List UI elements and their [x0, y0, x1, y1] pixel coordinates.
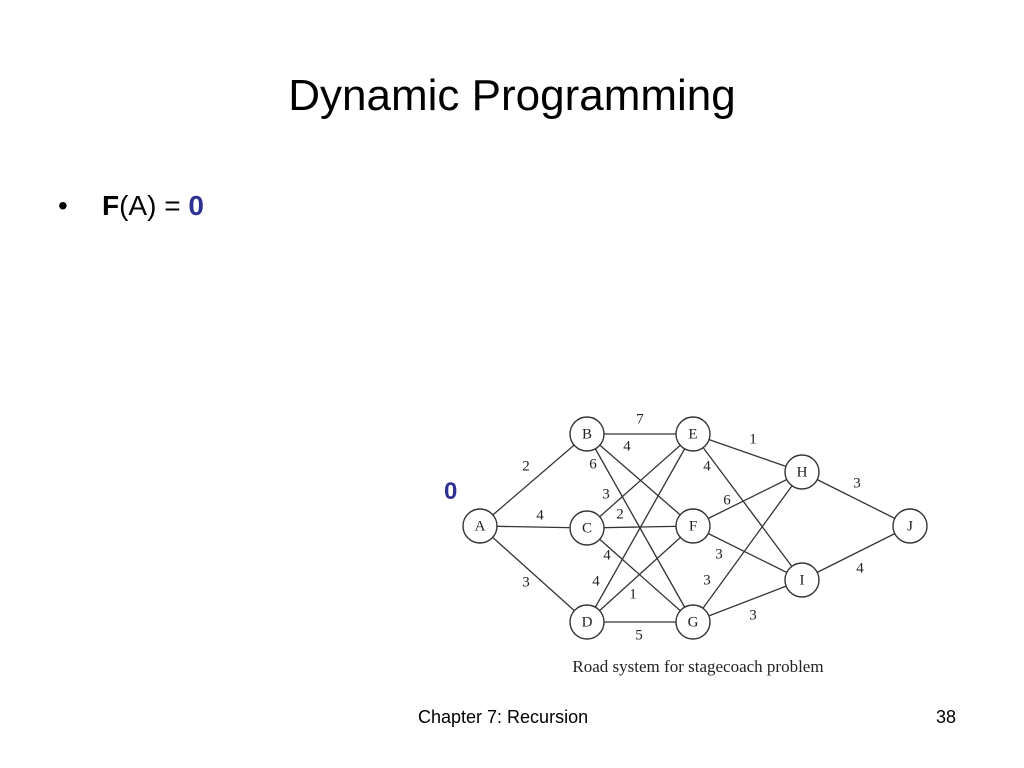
- edge-g-i: [692, 579, 803, 623]
- node-label-e: E: [688, 426, 697, 442]
- edge-cost-g-h: 3: [703, 572, 711, 588]
- footer-chapter: Chapter 7: Recursion: [418, 707, 589, 727]
- node-label-c: C: [582, 520, 592, 536]
- node-label-f: F: [689, 518, 697, 534]
- edge-a-d: [479, 525, 588, 623]
- node-label-j: J: [907, 518, 913, 534]
- edge-e-h: [692, 433, 803, 473]
- function-name: F: [102, 190, 120, 221]
- node-circle-d: [569, 604, 605, 640]
- node-label-b: B: [582, 426, 592, 442]
- edge-a-b: [479, 433, 588, 527]
- node-circle-f: [675, 508, 711, 544]
- node-circle-g: [675, 604, 711, 640]
- edge-cost-f-h: 6: [723, 492, 731, 508]
- edge-cost-e-i: 4: [703, 458, 711, 474]
- edge-cost-c-e: 3: [602, 486, 610, 502]
- edge-d-f: [586, 525, 694, 623]
- edge-cost-c-f: 2: [616, 506, 624, 522]
- edge-d-e: [586, 433, 694, 623]
- footer-page-number: 38: [936, 707, 957, 727]
- edge-cost-i-j: 4: [856, 560, 864, 576]
- node-label-h: H: [797, 464, 808, 480]
- edge-cost-f-i: 3: [715, 546, 723, 562]
- equals-sign: =: [156, 190, 189, 221]
- edge-cost-g-i: 3: [749, 607, 757, 623]
- node-circle-i: [784, 562, 820, 598]
- node-layer: A B C D E F G H I J: [462, 416, 928, 640]
- edge-a-c: [479, 525, 588, 529]
- node-circle-a: [462, 508, 498, 544]
- function-argument: (A): [119, 190, 157, 221]
- edge-cost-d-g: 5: [635, 627, 643, 643]
- node-label-g: G: [688, 614, 699, 630]
- edge-cost-c-g: 4: [603, 547, 611, 563]
- edge-cost-b-f: 4: [623, 438, 631, 454]
- graph-caption: Road system for stagecoach problem: [572, 657, 823, 676]
- slide-title: Dynamic Programming: [288, 71, 736, 120]
- edge-cost-a-b: 2: [522, 458, 530, 474]
- edge-i-j: [801, 525, 911, 581]
- node-e: E: [675, 416, 711, 452]
- node-label-i: I: [800, 572, 805, 588]
- node-circle-b: [569, 416, 605, 452]
- edge-cost-a-d: 3: [522, 574, 530, 590]
- edge-g-h: [692, 471, 803, 623]
- edge-cost-e-h: 1: [749, 431, 757, 447]
- edge-c-e: [586, 433, 694, 529]
- bullet-item: • F(A) = 0: [58, 188, 204, 224]
- node-f: F: [675, 508, 711, 544]
- edge-h-j: [801, 471, 911, 527]
- node-circle-j: [892, 508, 928, 544]
- edge-cost-b-g: 6: [589, 456, 597, 472]
- node-circle-h: [784, 454, 820, 490]
- edge-cost-d-e: 4: [592, 573, 600, 589]
- node-label-a: A: [475, 518, 486, 534]
- edge-c-g: [586, 527, 694, 623]
- edge-cost-h-j: 3: [853, 475, 861, 491]
- bullet-dot: •: [58, 190, 68, 221]
- edge-cost-b-e: 7: [636, 411, 644, 427]
- node-h: H: [784, 454, 820, 490]
- node-a-value-annotation: 0: [444, 478, 458, 505]
- node-j: J: [892, 508, 928, 544]
- edge-f-i: [692, 525, 803, 581]
- node-a: A: [462, 508, 498, 544]
- node-d: D: [569, 604, 605, 640]
- node-i: I: [784, 562, 820, 598]
- edge-e-i: [692, 433, 803, 581]
- edge-cost-d-f: 1: [629, 586, 637, 602]
- node-c: C: [569, 510, 605, 546]
- function-value: 0: [188, 190, 204, 221]
- node-g: G: [675, 604, 711, 640]
- node-circle-c: [569, 510, 605, 546]
- node-circle-e: [675, 416, 711, 452]
- edge-b-f: [586, 433, 694, 527]
- edge-f-h: [692, 471, 803, 527]
- edge-cost-a-c: 4: [536, 507, 544, 523]
- node-b: B: [569, 416, 605, 452]
- node-label-d: D: [582, 614, 593, 630]
